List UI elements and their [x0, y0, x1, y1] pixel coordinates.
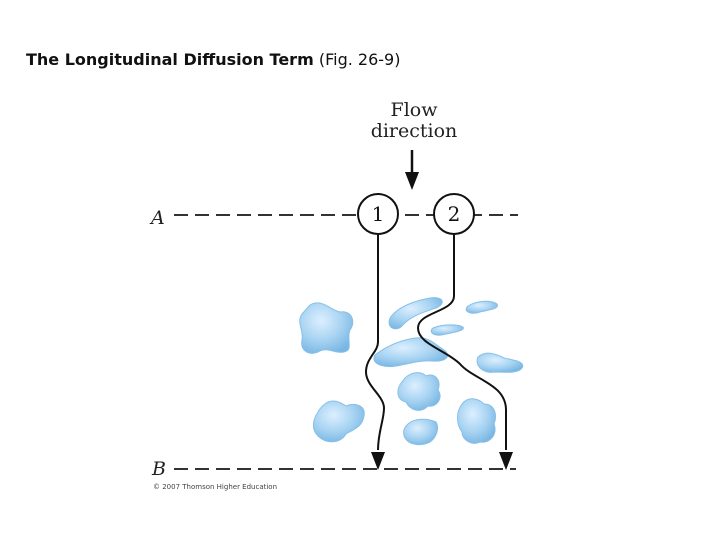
particle-bottom-left [312, 400, 365, 443]
flow-label-line1: Flow [391, 99, 439, 121]
particle-mid-small [430, 324, 464, 336]
particle-large-left [299, 302, 354, 354]
molecule-2-label: 2 [448, 202, 461, 226]
particle-bottom-right [457, 398, 497, 444]
path-2-line [416, 232, 507, 450]
path-2-arrowhead [499, 452, 513, 470]
title-figure-ref: (Fig. 26-9) [318, 50, 401, 69]
line-b-label: B [151, 458, 166, 480]
particle-right-mid [476, 352, 524, 373]
molecule-2-circle [433, 193, 475, 235]
particle-center-blob [397, 372, 441, 411]
line-a-label: A [149, 207, 165, 229]
particle-top-right-sliver [465, 300, 498, 314]
flow-label-line2: direction [371, 120, 458, 142]
particle-mid-lens [373, 337, 448, 367]
packing-particles [299, 297, 524, 446]
molecule-1-label: 1 [372, 202, 385, 226]
particle-top-sliver [388, 297, 443, 330]
particle-bottom-center [403, 418, 439, 446]
copyright-note: © 2007 Thomson Higher Education [153, 483, 277, 491]
path-1-arrowhead [371, 452, 385, 470]
molecule-1-circle [357, 193, 399, 235]
flow-arrow-icon [405, 150, 419, 190]
path-1-line [364, 232, 386, 451]
slide-title: The Longitudinal Diffusion Term (Fig. 26… [26, 50, 400, 69]
title-main: The Longitudinal Diffusion Term [26, 50, 314, 69]
